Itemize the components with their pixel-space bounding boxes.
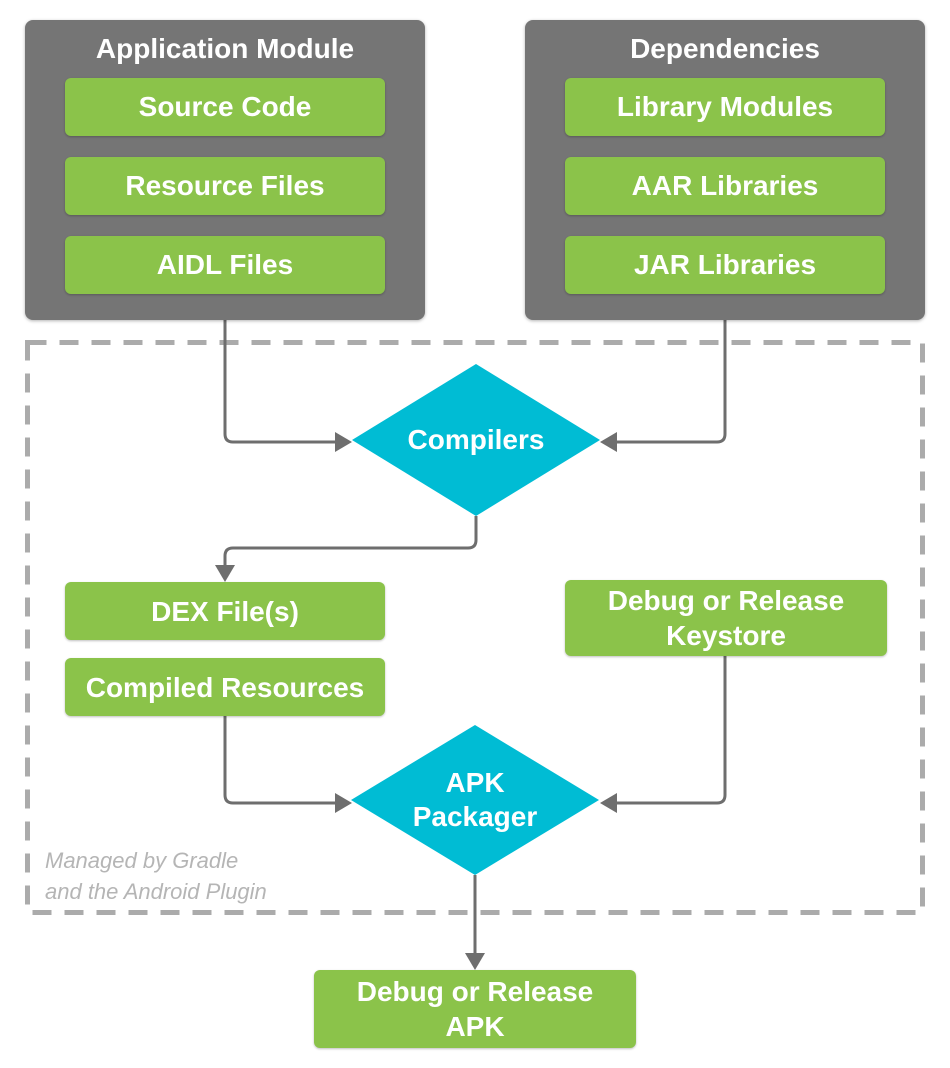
node-dex-files: DEX File(s)	[65, 582, 385, 640]
connector-keystore-to-packager	[617, 656, 727, 805]
application-module-title: Application Module	[95, 33, 355, 64]
arrowhead-left-packager	[600, 793, 617, 813]
dex-files-label: DEX File(s)	[151, 595, 299, 627]
connector-compilers-to-dex	[223, 516, 478, 565]
node-compiled-resources: Compiled Resources	[65, 658, 385, 716]
node-output-apk: Debug or Release APK	[314, 970, 636, 1048]
gradle-note-line2: and the Android Plugin	[45, 878, 267, 904]
connector-appmodule-to-compilers	[223, 320, 335, 444]
node-library-modules: Library Modules	[565, 78, 885, 136]
gradle-note-line1: Managed by Gradle	[45, 848, 239, 873]
dependencies-group: Dependencies Library Modules AAR Librari…	[525, 20, 925, 320]
node-compilers-diamond: Compilers	[352, 364, 600, 516]
node-resource-files: Resource Files	[65, 157, 385, 215]
output-apk-label: Debug or Release APK	[356, 976, 594, 1042]
arrowhead-right-compilers	[335, 432, 352, 452]
connector-dependencies-to-compilers	[617, 320, 727, 444]
compiled-resources-label: Compiled Resources	[85, 671, 365, 703]
node-jar-libraries: JAR Libraries	[565, 236, 885, 294]
node-aidl-files: AIDL Files	[65, 236, 385, 294]
node-aar-libraries: AAR Libraries	[565, 157, 885, 215]
application-module-group: Application Module Source Code Resource …	[25, 20, 425, 320]
node-keystore: Debug or Release Keystore	[565, 580, 887, 656]
connector-compiledresources-to-packager	[223, 716, 335, 805]
arrowhead-down-dex	[215, 565, 235, 582]
keystore-label: Debug or Release Keystore	[607, 585, 845, 651]
node-source-code: Source Code	[65, 78, 385, 136]
node-apk-packager-diamond: APK Packager	[351, 725, 599, 875]
gradle-managed-note: Managed by Gradle and the Android Plugin	[45, 846, 267, 908]
apk-packager-label: APK Packager	[412, 767, 538, 832]
arrowhead-down-apk	[465, 953, 485, 970]
arrowhead-right-packager	[335, 793, 352, 813]
arrowhead-left-compilers	[600, 432, 617, 452]
dependencies-title: Dependencies	[630, 33, 820, 64]
compilers-label: Compilers	[407, 424, 545, 456]
